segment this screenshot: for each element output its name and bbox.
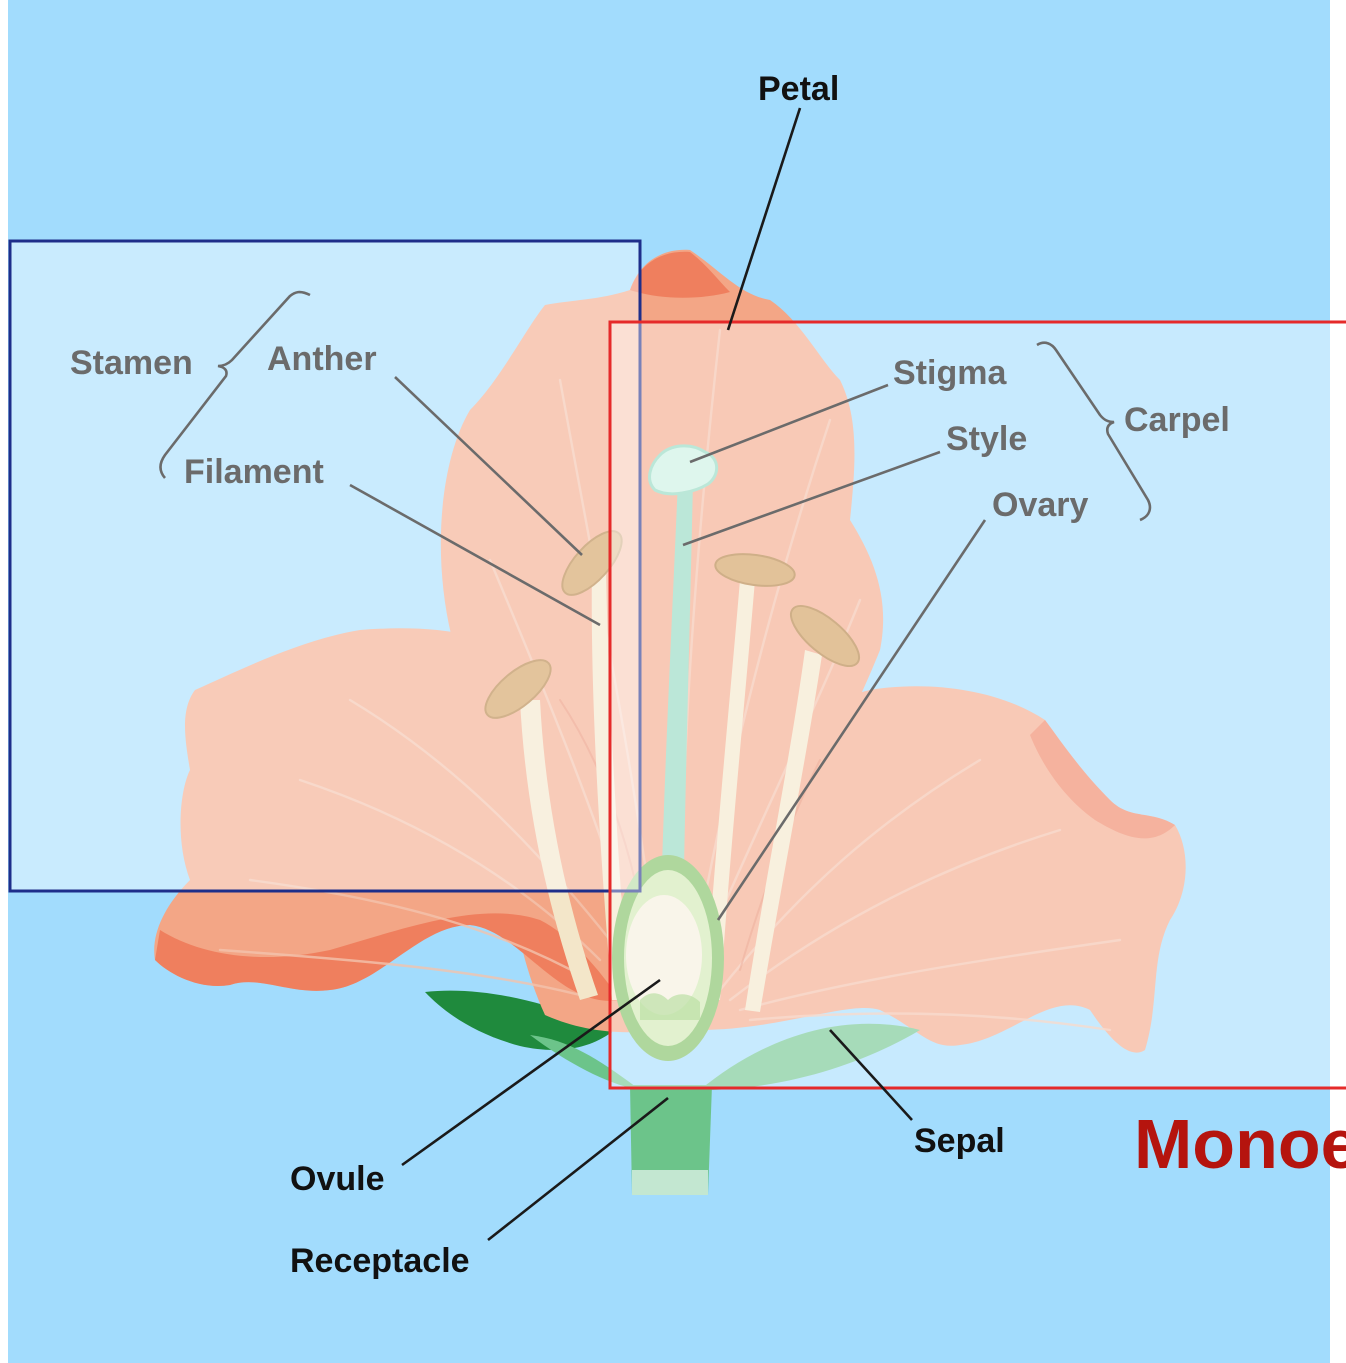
label-stamen: Stamen [70, 344, 193, 382]
label-filament: Filament [184, 453, 324, 491]
label-sepal: Sepal [914, 1122, 1005, 1160]
label-ovule: Ovule [290, 1160, 384, 1198]
label-anther: Anther [267, 340, 377, 378]
label-petal: Petal [758, 70, 839, 108]
label-style: Style [946, 420, 1027, 458]
stamen-highlight-box [10, 241, 640, 891]
caption-text: Monoe [1134, 1105, 1346, 1183]
label-receptacle: Receptacle [290, 1242, 470, 1280]
label-stigma: Stigma [893, 354, 1007, 392]
label-carpel: Carpel [1124, 401, 1230, 439]
label-ovary: Ovary [992, 486, 1088, 524]
